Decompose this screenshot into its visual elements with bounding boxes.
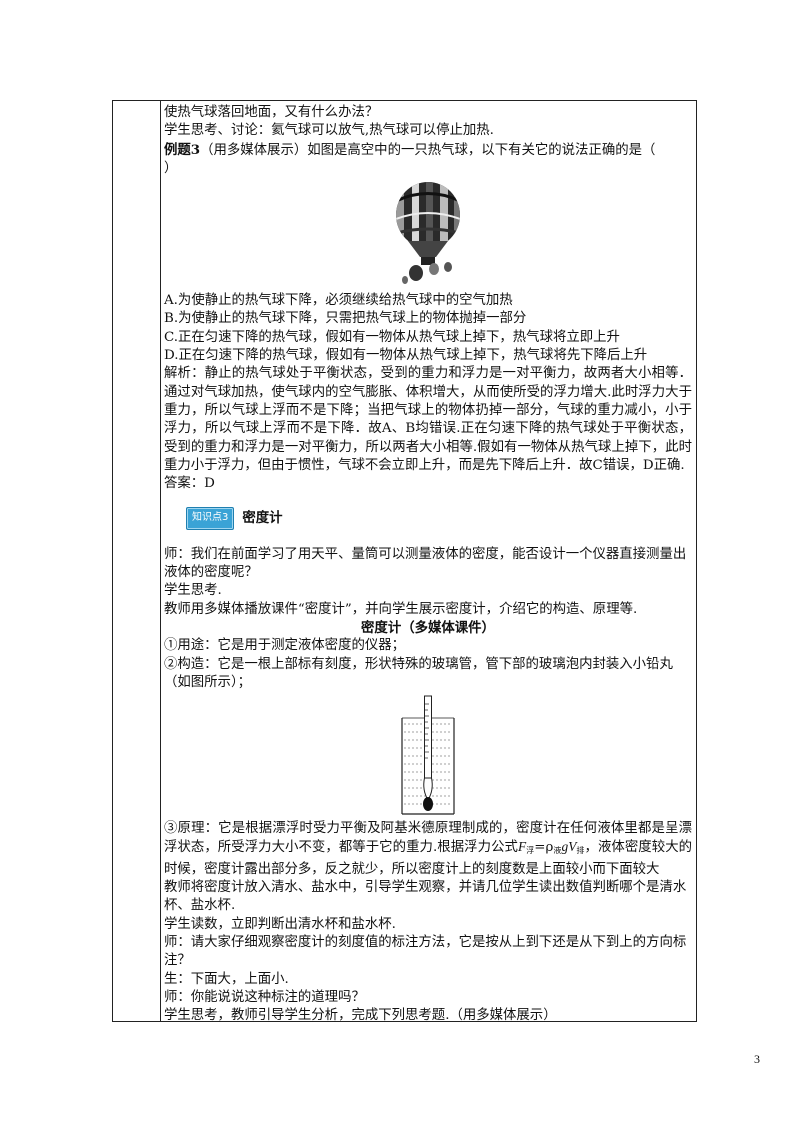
lesson-table	[112, 100, 697, 1022]
example-text: （用多媒体展示）如图是高空中的一只热气球，以下有关它的说法正确的是（	[200, 142, 656, 158]
formula-gv: gV	[561, 839, 577, 855]
text-line: 使热气球落回地面，又有什么办法？	[164, 105, 379, 120]
knowledge-point-badge: 知识点3	[186, 507, 235, 530]
formula-sub-pai: 排	[576, 846, 585, 856]
hydrometer-principle: ③原理：它是根据漂浮时受力平衡及阿基米德原理制成的，密度计在任何液体里都是呈漂浮…	[164, 820, 692, 879]
teacher-question: 师：你能说说这种标注的道理吗？	[164, 989, 365, 1005]
lesson-content: 使热气球落回地面，又有什么办法？ 学生思考、讨论：氦气球可以放气,热气球可以停止…	[164, 104, 692, 1025]
hydrometer-use: ①用途：它是用于测定液体密度的仪器；	[164, 638, 406, 654]
text-line: 学生思考、讨论：氦气球可以放气,热气球可以停止加热.	[164, 123, 494, 139]
analysis-text: 解析：静止的热气球处于平衡状态，受到的重力和浮力是一对平衡力，故两者大小相等．通…	[164, 366, 692, 473]
student-answer: 生：下面大，上面小.	[164, 971, 289, 987]
example-text-end: ）	[164, 160, 178, 176]
option-a: A.为使静止的热气球下降，必须继续给热气球中的空气加热	[164, 293, 513, 309]
option-c: C.正在匀速下降的热气球，假如有一物体从热气球上掉下，热气球将立即上升	[164, 329, 620, 345]
formula-f: F	[517, 839, 527, 855]
principle-text-b: ，液体密度较大的时候，密度计露出部分多，反之就少，所以密度计上的刻度数是上面较小…	[164, 840, 693, 877]
hydrometer-icon	[401, 695, 455, 815]
teacher-question: 师：请大家仔细观察密度计的刻度值的标注方法，它是按从上到下还是从下到上的方向标注…	[164, 934, 687, 969]
knowledge-point-heading: 知识点3 密度计	[186, 507, 692, 530]
formula-sub-fu: 浮	[526, 846, 535, 856]
student-response: 学生思考，教师引导学生分析，完成下列思考题.（用多媒体展示）	[164, 1008, 557, 1024]
courseware-title: 密度计（多媒体课件）	[361, 619, 495, 636]
table-column-divider	[160, 100, 161, 1022]
hydrometer-structure: ②构造：它是一根上部标有刻度，形状特殊的玻璃管，管下部的玻璃泡内封装入小铅丸（如…	[164, 656, 673, 690]
principle-text-a: ③原理：它是根据漂浮时受力平衡及阿基米德原理制成的，密度计在任何液体里都是呈漂浮…	[164, 821, 692, 856]
teacher-instruction: 教师将密度计放入清水、盐水中，引导学生观察，并请几位学生读出数值判断哪个是清水杯…	[164, 880, 687, 914]
teacher-demo: 教师用多媒体播放课件“密度计”，并向学生展示密度计，介绍它的构造、原理等.	[164, 601, 638, 617]
student-response: 学生读数，立即判断出清水杯和盐水杯.	[164, 916, 396, 932]
knowledge-point-title: 密度计	[242, 510, 283, 527]
teacher-question: 师：我们在前面学习了用天平、量筒可以测量液体的密度，能否设计一个仪器直接测量出液…	[164, 546, 687, 581]
answer-text: 答案：D	[164, 476, 215, 492]
example-label: 例题3	[164, 141, 201, 158]
option-b: B.为使静止的热气球下降，只需把热气球上的物体抛掉一部分	[164, 311, 527, 327]
formula-eq: =ρ	[534, 840, 554, 856]
student-response: 学生思考.	[164, 583, 222, 599]
hot-air-balloon-icon	[396, 182, 460, 285]
formula-sub-ye: 液	[553, 846, 562, 856]
option-d: D.正在匀速下降的热气球，假如有一物体从热气球上掉下，热气球将先下降后上升	[164, 348, 648, 364]
hydrometer-diagram	[164, 694, 692, 816]
page-number: 3	[754, 1052, 760, 1066]
example-3: 例题3（用多媒体展示）如图是高空中的一只热气球，以下有关它的说法正确的是（ ）	[164, 141, 692, 179]
hot-air-balloon-photo	[164, 180, 692, 288]
